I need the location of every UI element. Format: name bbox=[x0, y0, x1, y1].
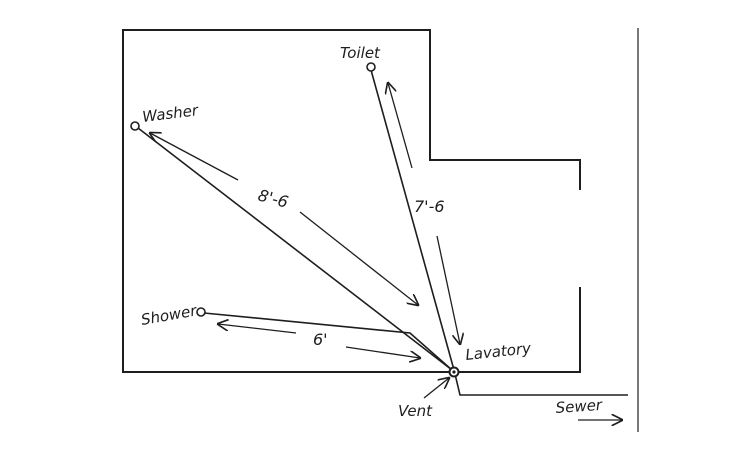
vent-label: Vent bbox=[398, 402, 433, 420]
toilet-distance-label: 7'-6 bbox=[414, 197, 445, 216]
lavatory-label: Lavatory bbox=[465, 339, 533, 364]
shower-dimension-arrow-left bbox=[218, 324, 297, 334]
toilet-pipe-run bbox=[370, 69, 455, 371]
toilet-label: Toilet bbox=[340, 44, 381, 62]
washer-fixture-marker bbox=[130, 121, 140, 131]
shower-pipe-run bbox=[203, 312, 453, 371]
washer-label: Washer bbox=[141, 101, 200, 126]
washer-distance-label: 8'-6 bbox=[256, 186, 290, 212]
lavatory-vent-marker-inner bbox=[452, 370, 456, 374]
shower-fixture-marker bbox=[196, 307, 206, 317]
toilet-fixture-marker bbox=[366, 62, 376, 72]
sewer-drain-line bbox=[454, 373, 628, 396]
toilet-dimension-arrow-lower bbox=[436, 235, 460, 344]
sewer-label: Sewer bbox=[555, 396, 603, 417]
shower-dimension-arrow-right bbox=[345, 346, 420, 358]
washer-dimension-arrow-upper bbox=[150, 133, 239, 181]
shower-label: Shower bbox=[140, 301, 199, 329]
room-walls bbox=[122, 29, 581, 373]
toilet-dimension-arrow-upper bbox=[388, 83, 413, 169]
shower-distance-label: 6' bbox=[313, 330, 328, 349]
washer-dimension-arrow-lower bbox=[299, 211, 418, 305]
vent-pointer-arrow bbox=[423, 378, 449, 399]
washer-pipe-run bbox=[137, 127, 453, 371]
